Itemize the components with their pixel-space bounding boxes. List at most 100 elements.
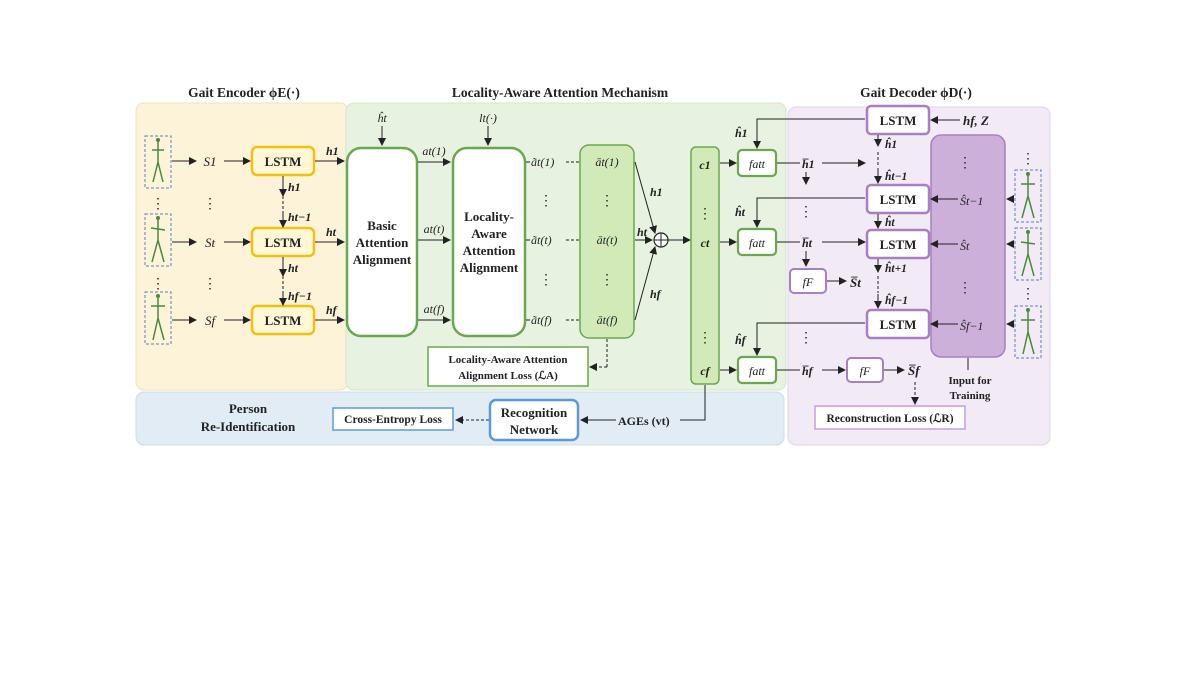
- basic-attention-label-2: Attention: [356, 235, 409, 250]
- reid-title-1: Person: [229, 401, 268, 416]
- attention-a-f: at(f): [424, 302, 445, 316]
- reconstruction-loss-label: Reconstruction Loss (ℒR): [826, 412, 953, 425]
- decoder-sbar-f: S̅f: [908, 363, 921, 378]
- summation-node: [653, 232, 669, 248]
- decoder-lstm-4-label: LSTM: [880, 317, 917, 332]
- ages-label: AGEs (vt): [618, 414, 670, 428]
- encoder-lstm-f: [250, 304, 316, 336]
- decoder-skeleton-dots-1: ⋮: [1021, 152, 1035, 167]
- decoder-lstm-3: [865, 228, 931, 260]
- sum-input-h1: h1: [650, 185, 663, 199]
- decoder-shat-f-1: Ŝf−1: [960, 319, 983, 333]
- decoder-lstm-top: [865, 104, 931, 136]
- decoder-skeleton-2: [1014, 227, 1042, 281]
- decoder-lstm-4: [865, 308, 931, 340]
- attention-dots-tilde-2: ⋮: [539, 273, 553, 288]
- locality-label-4: Alignment: [460, 260, 519, 275]
- reconstruction-loss-box: [814, 405, 966, 430]
- encoder-dots-s-1: ⋮: [203, 197, 217, 212]
- training-label-1: Input for: [948, 375, 991, 387]
- recognition-network-box: [488, 398, 580, 442]
- locality-loss-line-2: Alignment Loss (ℒA): [458, 370, 558, 382]
- basic-attention-label-3: Alignment: [353, 252, 412, 267]
- attention-dots-tilde-1: ⋮: [539, 194, 553, 209]
- encoder-lstm-1: [250, 145, 316, 177]
- decoder-mid-ht+1: ĥt+1: [885, 260, 907, 275]
- sum-input-hf: hf: [650, 287, 662, 301]
- normalized-attention-column: [579, 144, 635, 339]
- locality-label-1: Locality-: [464, 209, 514, 224]
- locality-attention-box: [451, 146, 527, 338]
- encoder-input-st: St: [205, 235, 216, 250]
- attention-a-tilde-t: ãt(t): [531, 233, 552, 247]
- fatt-input-hf: ĥf: [735, 332, 747, 347]
- encoder-panel: [135, 102, 349, 391]
- context-dots-1: ⋮: [698, 207, 712, 222]
- encoder-output-hf: hf: [326, 303, 338, 317]
- fatt-box-1: [736, 148, 778, 178]
- fatt-box-t: [736, 227, 778, 257]
- attention-a-1: at(1): [422, 144, 445, 158]
- ff-box-f: [846, 357, 884, 383]
- cross-entropy-loss-box: [332, 407, 454, 431]
- locality-loss-box: [427, 346, 589, 387]
- basic-attention-input: ĥt: [377, 111, 387, 125]
- decoder-sbar-t: S̅t: [850, 275, 861, 290]
- decoder-top-input: hf, Z: [963, 113, 989, 128]
- decoder-dots-hbar: ⋮: [799, 205, 813, 220]
- recognition-network-label-1: Recognition: [501, 405, 568, 420]
- context-ct: ct: [701, 236, 710, 250]
- decoder-lstm-2: [865, 183, 931, 215]
- fatt-input-ht: ĥt: [735, 204, 746, 219]
- attention-a-tilde-1: ãt(1): [531, 155, 554, 169]
- decoder-skeleton-1: [1014, 169, 1042, 223]
- encoder-hidden-ht: ht: [288, 261, 299, 275]
- training-label-2: Training: [950, 390, 991, 402]
- encoder-hidden-ht-1: ht−1: [288, 210, 311, 224]
- locality-loss-line-1: Locality-Aware Attention: [448, 354, 567, 366]
- decoder-hbar-1: h̅1: [802, 157, 815, 171]
- attention-a-bar-f: āt(f): [597, 313, 618, 327]
- encoder-lstm-t: [250, 226, 316, 258]
- context-c1: c1: [699, 158, 710, 172]
- decoder-hbar-f: h̅f: [802, 364, 814, 378]
- attention-dots-bar-2: ⋮: [600, 273, 614, 288]
- encoder-lstm-f-label: LSTM: [265, 313, 302, 328]
- attention-title: Locality-Aware Attention Mechanism: [452, 85, 669, 100]
- attention-a-bar-1: āt(1): [595, 155, 618, 169]
- decoder-mid-hf-1: ĥf−1: [885, 292, 908, 307]
- decoder-dots-hbar-2: ⋮: [799, 331, 813, 346]
- ff-label-t: fF: [803, 275, 814, 289]
- decoder-hbar-t: h̅t: [802, 236, 813, 250]
- decoder-mid-ht: ĥt: [885, 214, 895, 229]
- fatt-input-h1: ĥ1: [735, 125, 748, 140]
- basic-attention-box: [345, 146, 419, 338]
- encoder-output-ht: ht: [326, 225, 337, 239]
- decoder-lstm-2-label: LSTM: [880, 192, 917, 207]
- locality-label-3: Attention: [463, 243, 516, 258]
- training-dots-1: ⋮: [958, 156, 972, 171]
- attention-a-t: at(t): [424, 222, 445, 236]
- skeleton-frame-1: [144, 135, 172, 189]
- attention-a-tilde-f: ãt(f): [531, 313, 552, 327]
- encoder-input-sf: Sf: [205, 313, 218, 328]
- encoder-lstm-t-label: LSTM: [265, 235, 302, 250]
- skeleton-frame-t: [144, 213, 172, 267]
- attention-dots-bar-1: ⋮: [600, 194, 614, 209]
- locality-input: lt(·): [479, 111, 497, 125]
- encoder-hidden-h1: h1: [288, 180, 301, 194]
- decoder-mid-ht-1: ĥt−1: [885, 168, 907, 183]
- encoder-lstm-1-label: LSTM: [265, 154, 302, 169]
- decoder-mid-h1: ĥ1: [885, 136, 897, 151]
- context-cf: cf: [700, 364, 710, 378]
- decoder-lstm-top-label: LSTM: [880, 113, 917, 128]
- encoder-title: Gait Encoder ϕE(·): [188, 85, 300, 100]
- ff-label-f: fF: [860, 364, 871, 378]
- decoder-shat-t-1: Ŝt−1: [960, 194, 983, 208]
- encoder-output-h1: h1: [326, 144, 339, 158]
- training-dots-2: ⋮: [958, 281, 972, 296]
- decoder-skeleton-3: [1014, 305, 1042, 359]
- decoder-title: Gait Decoder ϕD(·): [860, 85, 972, 100]
- decoder-panel: [787, 106, 1051, 446]
